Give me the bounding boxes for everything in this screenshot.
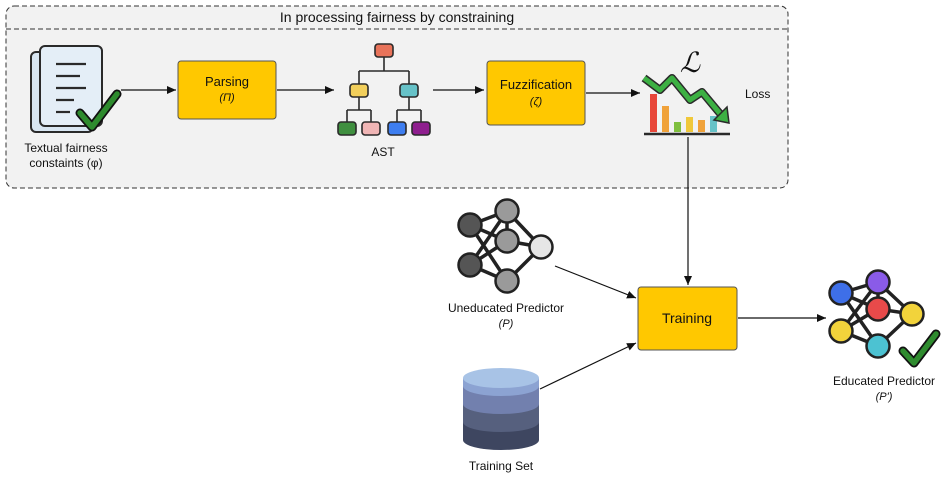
educated-check-icon bbox=[898, 329, 941, 368]
educated-network-icon bbox=[828, 269, 925, 359]
uneducated-symbol: (P) bbox=[499, 318, 514, 330]
tree-icon bbox=[337, 43, 431, 136]
educated-symbol: (P') bbox=[876, 391, 893, 403]
neural-network-icon bbox=[457, 198, 554, 294]
educated-label: Educated Predictor bbox=[833, 374, 935, 388]
loss-label: Loss bbox=[745, 87, 770, 101]
document-icon bbox=[30, 45, 103, 133]
constraints-label-line2: constaints (φ) bbox=[29, 156, 102, 170]
fuzzification-label: Fuzzification bbox=[500, 77, 572, 92]
parsing-box: Parsing (Π) bbox=[177, 60, 277, 120]
fuzzification-symbol: (ζ) bbox=[530, 96, 543, 108]
constraints-label-line1: Textual fairness bbox=[24, 141, 107, 155]
training-box: Training bbox=[637, 286, 738, 351]
training-label: Training bbox=[662, 310, 712, 326]
arrow-uneducated-to-training bbox=[554, 265, 637, 299]
parsing-label: Parsing bbox=[205, 74, 249, 89]
fuzzification-box: Fuzzification (ζ) bbox=[486, 60, 586, 126]
database-icon bbox=[463, 368, 539, 450]
loss-chart-icon: ℒ bbox=[641, 46, 730, 136]
uneducated-label: Uneducated Predictor bbox=[448, 301, 564, 315]
loss-symbol: ℒ bbox=[680, 46, 701, 79]
container-title: In processing fairness by constraining bbox=[280, 9, 514, 25]
arrow-dataset-to-training bbox=[539, 342, 637, 390]
check-icon bbox=[75, 89, 122, 132]
in-processing-container: In processing fairness by constraining bbox=[5, 5, 789, 189]
training-set-label: Training Set bbox=[469, 459, 534, 473]
ast-label: AST bbox=[371, 145, 395, 159]
parsing-symbol: (Π) bbox=[219, 92, 235, 104]
